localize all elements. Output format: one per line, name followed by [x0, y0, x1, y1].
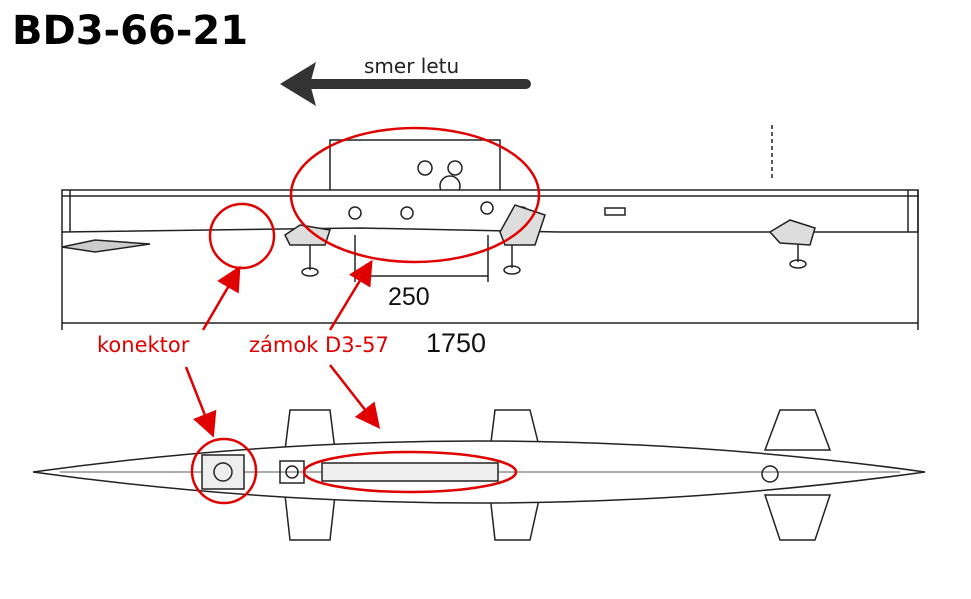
flight-direction-arrow: [280, 62, 531, 106]
connector-label: konektor: [97, 333, 190, 357]
lock-highlight-plan: [302, 450, 518, 494]
dimension-250: 250: [388, 283, 430, 311]
connector-highlight-side: [208, 202, 276, 270]
direction-label: smer letu: [364, 54, 460, 78]
connector-highlight-plan: [190, 437, 258, 505]
annotations: [184, 126, 541, 505]
page-title: BD3-66-21: [12, 8, 249, 54]
side-view: [61, 125, 919, 330]
lock-label: zámok D3-57: [249, 333, 389, 357]
lock-highlight: [289, 126, 541, 264]
dimension-1750: 1750: [426, 328, 487, 358]
plan-view: [32, 409, 926, 541]
